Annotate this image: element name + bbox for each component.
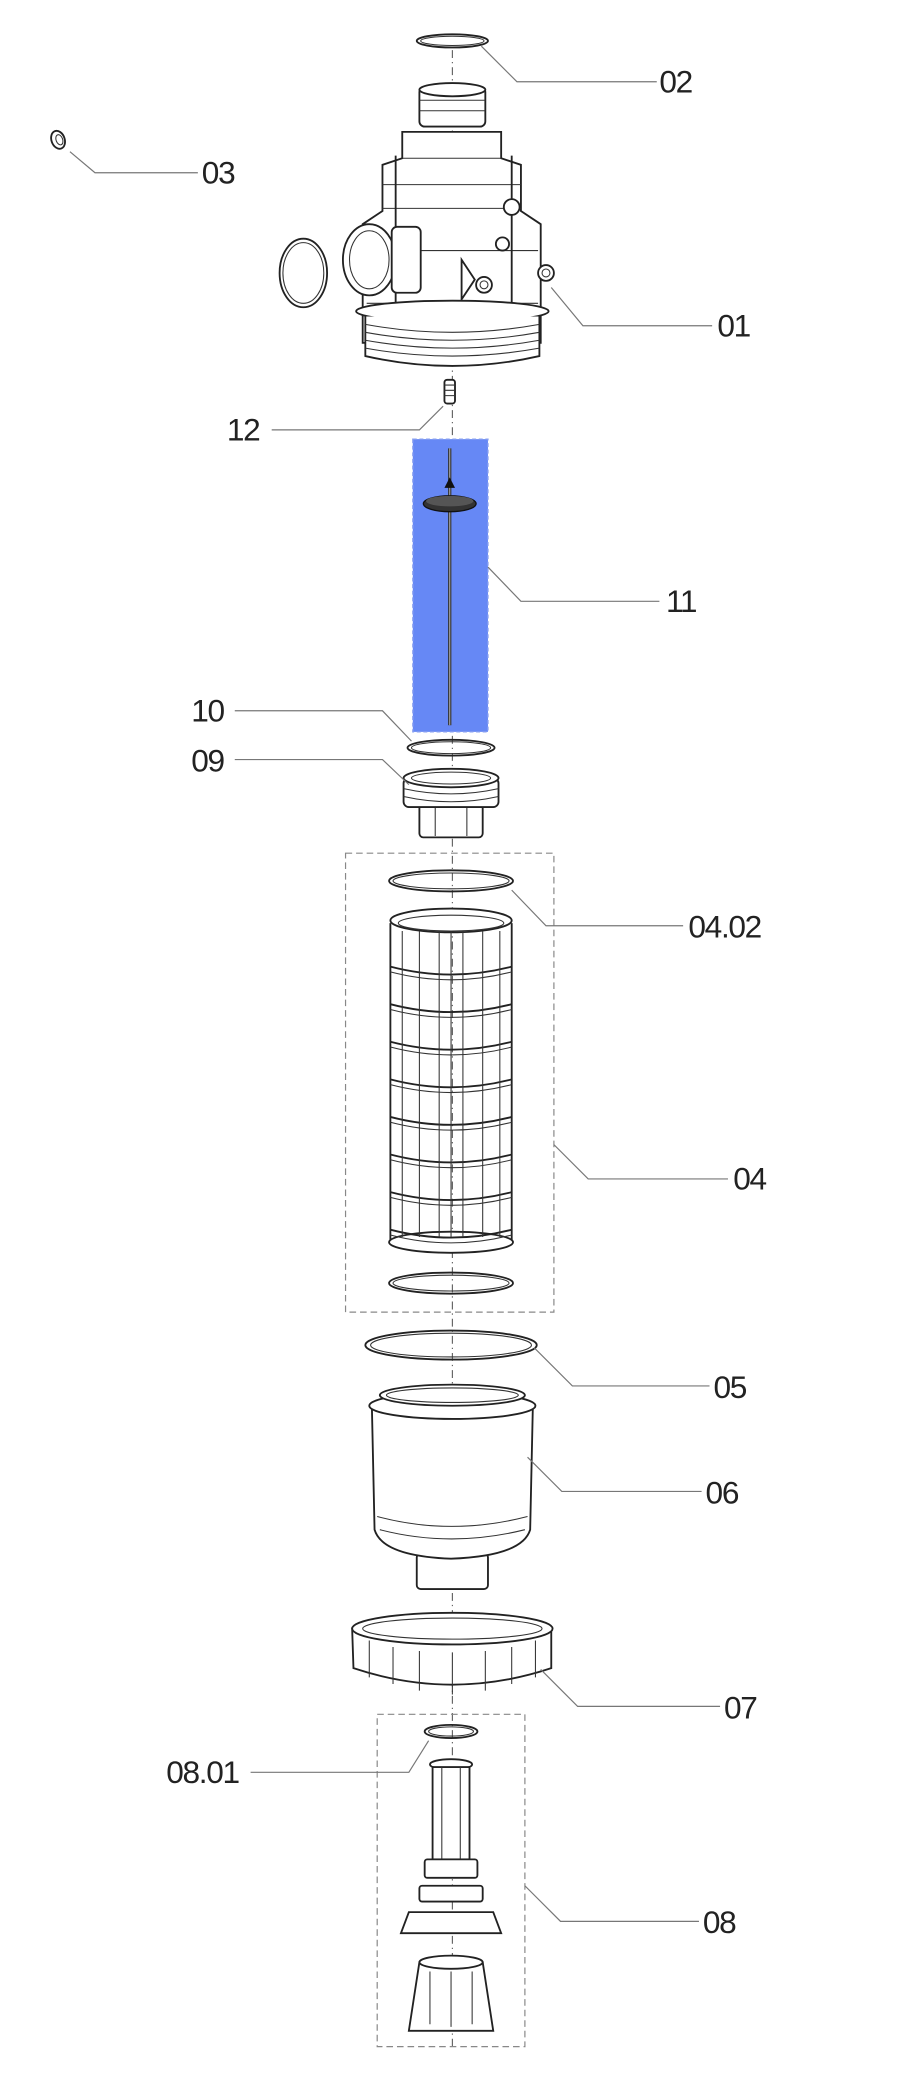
label-10[interactable]: 10 — [191, 692, 226, 728]
part-04-group-box — [344, 852, 555, 1313]
label-12[interactable]: 12 — [227, 411, 261, 447]
part-06-bowl[interactable] — [368, 1383, 537, 1590]
label-03[interactable]: 03 — [202, 154, 237, 190]
label-08[interactable]: 08 — [703, 1904, 738, 1940]
callout-09[interactable]: 09 — [191, 742, 410, 786]
part-08-group-box — [376, 1713, 526, 2048]
callout-02[interactable]: 02 — [480, 45, 693, 99]
label-07[interactable]: 07 — [724, 1689, 758, 1725]
callout-08[interactable]: 08 — [524, 1885, 738, 1940]
part-04-filter-cartridge[interactable] — [388, 907, 514, 1254]
part-01-side-o-ring[interactable] — [278, 237, 329, 309]
label-01[interactable]: 01 — [717, 307, 752, 343]
part-07-ring-nut[interactable] — [351, 1611, 554, 1695]
part-04-bottom-o-ring[interactable] — [388, 1271, 514, 1295]
cage-ring — [390, 1228, 512, 1239]
label-05[interactable]: 05 — [713, 1369, 748, 1405]
label-08-01[interactable]: 08.01 — [166, 1754, 241, 1790]
callout-03[interactable]: 03 — [69, 151, 237, 191]
callout-01[interactable]: 01 — [550, 287, 752, 343]
callout-11[interactable]: 11 — [487, 566, 698, 619]
label-04[interactable]: 04 — [733, 1160, 768, 1196]
part-0402-o-ring[interactable] — [388, 869, 514, 893]
callout-10[interactable]: 10 — [191, 692, 412, 742]
callout-05[interactable]: 05 — [533, 1347, 748, 1405]
part-10-o-ring[interactable] — [406, 738, 496, 757]
part-05-o-ring[interactable] — [364, 1329, 538, 1361]
part-01-filter-housing[interactable] — [341, 82, 555, 367]
part-11-filter-rod[interactable] — [412, 438, 489, 733]
part-12-nipple[interactable] — [443, 378, 456, 405]
part-09-adapter[interactable] — [402, 767, 500, 839]
part-03-washer[interactable] — [49, 129, 68, 151]
callout-12[interactable]: 12 — [227, 405, 444, 447]
label-06[interactable]: 06 — [706, 1474, 741, 1510]
callout-06[interactable]: 06 — [527, 1456, 741, 1510]
cage-ring-edge — [390, 1234, 512, 1244]
label-11[interactable]: 11 — [666, 583, 698, 619]
part-02-o-ring[interactable] — [415, 33, 489, 49]
part-0801-o-ring[interactable] — [423, 1723, 479, 1739]
part-08-drain-valve[interactable] — [399, 1758, 503, 2032]
callout-07[interactable]: 07 — [540, 1669, 758, 1725]
label-02[interactable]: 02 — [659, 63, 693, 99]
label-09[interactable]: 09 — [191, 742, 226, 778]
callout-0402[interactable]: 04.02 — [511, 889, 762, 945]
callout-0801[interactable]: 08.01 — [166, 1740, 430, 1790]
callout-04[interactable]: 04 — [553, 1144, 768, 1197]
label-04-02[interactable]: 04.02 — [688, 909, 762, 945]
